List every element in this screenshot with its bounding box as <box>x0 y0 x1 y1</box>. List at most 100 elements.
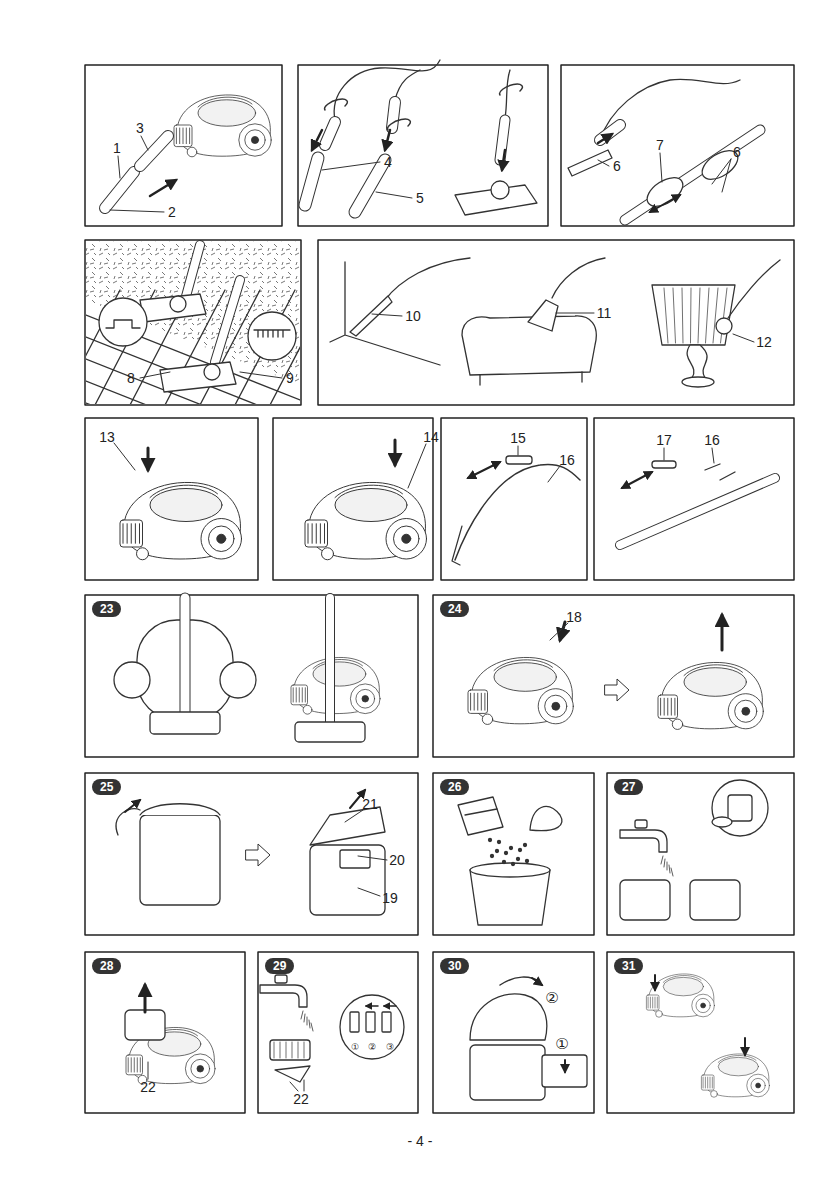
leader-line <box>274 1042 275 1058</box>
tube <box>185 245 200 300</box>
leader-line <box>698 288 700 343</box>
leader-line <box>311 1023 313 1031</box>
motion-arrow <box>622 472 652 488</box>
illustration-line <box>712 817 732 827</box>
illustration-line <box>198 97 252 107</box>
motion-arrow <box>502 150 505 170</box>
illustration-line <box>655 997 656 1008</box>
illustration-line <box>330 262 440 365</box>
callout-number: 3 <box>136 121 144 135</box>
illustration-line <box>663 975 701 982</box>
illustration-line <box>528 300 558 331</box>
illustration-line <box>735 700 757 722</box>
tube <box>325 122 335 145</box>
illustration-line <box>86 241 300 385</box>
illustration-line <box>150 489 222 522</box>
illustration-line <box>382 1012 391 1032</box>
illustration-line <box>712 780 768 836</box>
illustration-line <box>296 688 297 702</box>
illustration-line <box>510 847 513 850</box>
illustration-line <box>600 79 740 140</box>
step-number: 23 <box>100 602 113 616</box>
leader-line <box>372 314 402 316</box>
leader-line <box>358 888 380 896</box>
illustration-line <box>313 662 366 686</box>
tube <box>355 160 385 212</box>
illustration-line <box>291 685 308 705</box>
illustration-line <box>131 1058 132 1072</box>
leader-line <box>548 466 560 482</box>
illustration-line <box>482 714 492 724</box>
tube <box>325 598 335 725</box>
illustration-line <box>484 693 485 710</box>
illustration-line <box>293 688 294 702</box>
illustration-line <box>505 70 510 118</box>
motion-arrow <box>144 985 147 1012</box>
callout-number: 2 <box>168 205 176 219</box>
illustration-line <box>305 520 328 547</box>
vacuum-figure <box>658 662 763 729</box>
motion-arrow <box>312 130 322 150</box>
panel-frame <box>441 418 587 580</box>
illustration-line <box>747 1074 770 1097</box>
illustration-line <box>305 688 306 702</box>
illustration-line <box>692 994 715 1017</box>
leader-line <box>304 1080 305 1091</box>
illustration-line <box>701 1075 714 1090</box>
illustration-line <box>530 807 562 831</box>
callout-number: ③ <box>386 1043 394 1052</box>
leader-line <box>290 1082 298 1091</box>
illustration-line <box>491 855 494 858</box>
leader-line <box>712 159 731 184</box>
step-badge: 23 <box>92 601 121 617</box>
illustration-line <box>295 722 365 742</box>
illustration-line <box>687 345 707 378</box>
illustration-line <box>308 524 309 544</box>
leader-line <box>673 288 676 343</box>
illustration-line <box>452 526 462 565</box>
illustration-line <box>512 863 515 866</box>
illustration-line <box>526 860 529 863</box>
illustration-line <box>128 1058 129 1072</box>
callout-number: 22 <box>140 1080 156 1094</box>
illustration-line <box>648 997 649 1008</box>
motion-arrow <box>384 1005 396 1007</box>
illustration-line <box>150 485 218 497</box>
tube <box>180 598 191 712</box>
illustration-line <box>134 1058 135 1072</box>
tube <box>326 598 334 725</box>
step-badge: 26 <box>440 779 469 795</box>
callout-number: 7 <box>656 138 664 152</box>
leader-line <box>118 156 120 178</box>
illustration-line <box>545 695 567 717</box>
leader-line <box>358 856 387 860</box>
illustration-line <box>552 258 605 298</box>
leader-line <box>304 1014 305 1022</box>
step-badge: 25 <box>92 779 121 795</box>
callout-number: 8 <box>127 371 135 385</box>
tube <box>325 122 335 145</box>
tube <box>305 158 318 205</box>
illustration-line <box>140 815 220 905</box>
illustration-line <box>481 693 482 710</box>
illustration-line <box>656 1011 663 1018</box>
illustration-line <box>519 849 522 852</box>
illustration-line <box>310 845 385 915</box>
illustration-line <box>139 524 140 544</box>
illustration-line <box>386 519 427 560</box>
illustration-line <box>120 520 143 547</box>
illustration-line <box>270 1040 310 1060</box>
leader-line <box>301 1011 303 1019</box>
tube <box>600 125 620 140</box>
motion-arrow <box>125 800 140 812</box>
panel-frame <box>433 952 594 1113</box>
step-number: 28 <box>100 959 113 973</box>
leader-line <box>141 136 148 150</box>
illustration-line <box>684 668 746 697</box>
leader-line <box>408 444 426 488</box>
leader-line <box>664 448 665 460</box>
tube <box>185 245 200 300</box>
leader-line <box>713 288 718 343</box>
illustration-line <box>465 809 497 815</box>
illustration-line <box>756 1083 761 1088</box>
